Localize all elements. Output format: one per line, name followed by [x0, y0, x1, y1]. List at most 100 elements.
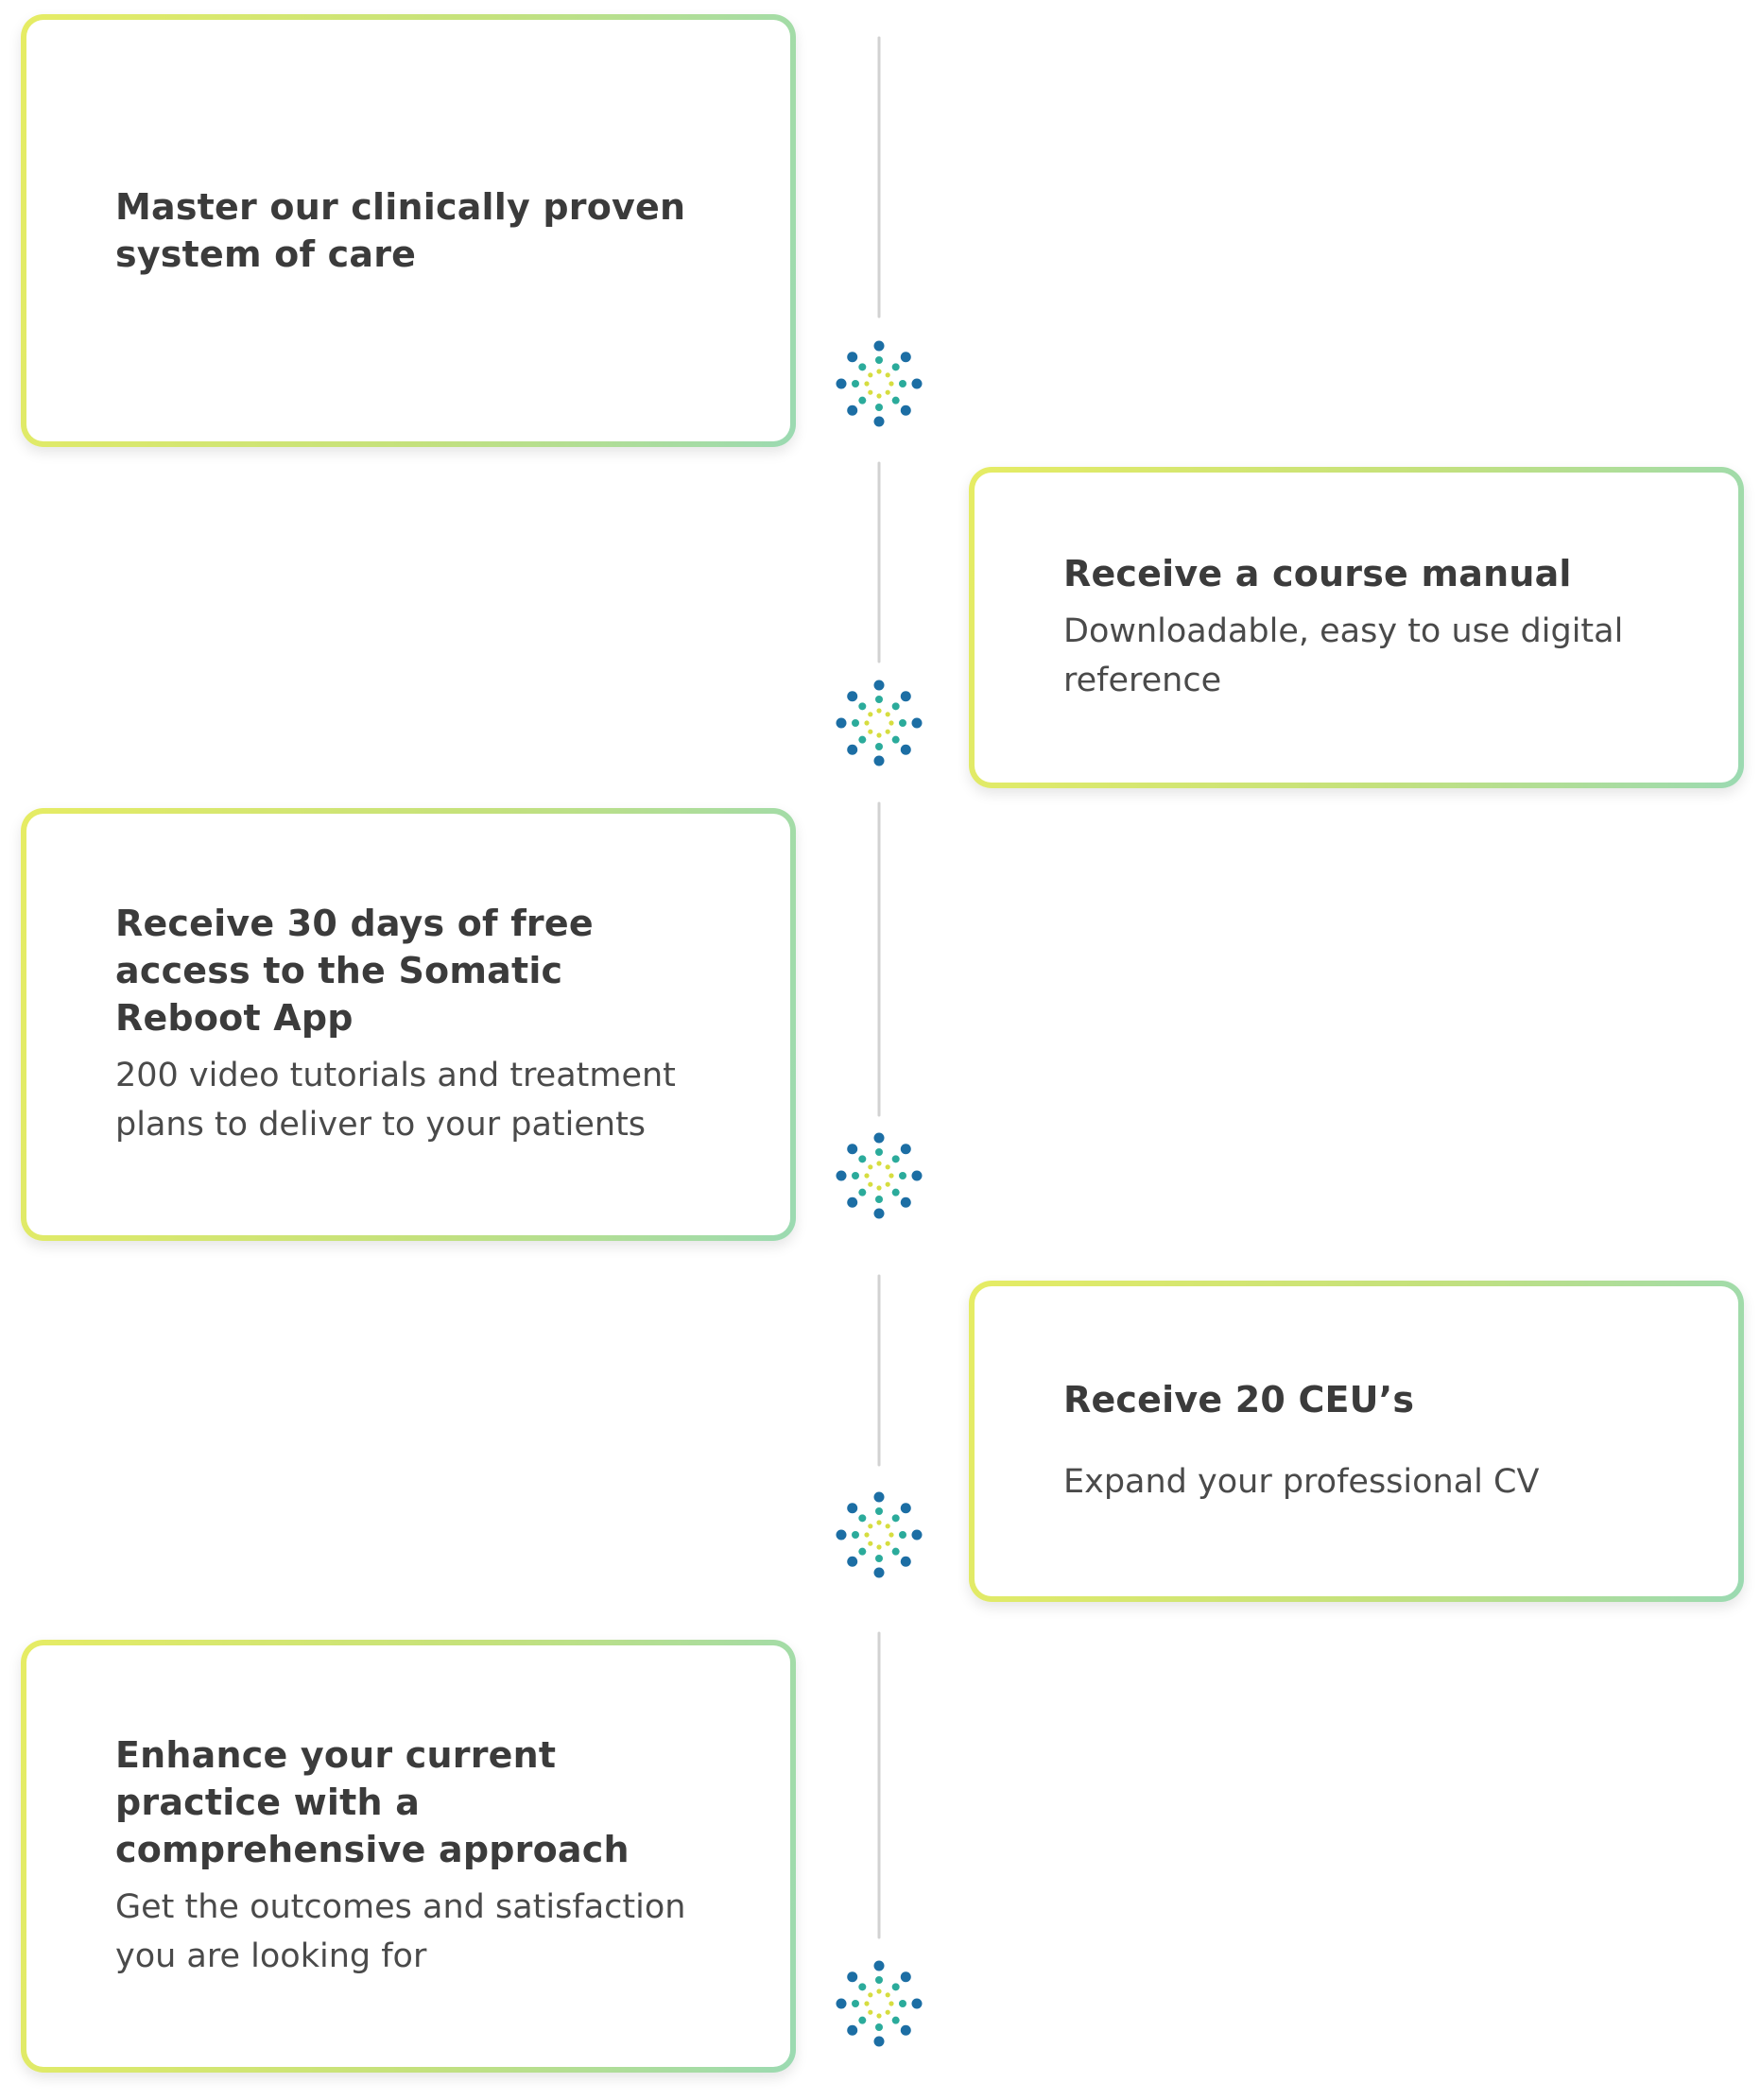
- burst-dot: [885, 1164, 890, 1170]
- timeline-step-card: Receive a course manual Downloadable, ea…: [969, 467, 1744, 788]
- burst-dot: [875, 696, 883, 703]
- burst-dot: [885, 1523, 890, 1529]
- burst-dot: [847, 691, 858, 702]
- burst-dot: [873, 2036, 885, 2047]
- burst-dot: [847, 2024, 858, 2036]
- burst-dot: [858, 396, 867, 405]
- burst-dot: [911, 1998, 923, 2009]
- burst-dot: [875, 1976, 883, 1984]
- burst-dot: [864, 1532, 870, 1538]
- burst-dot: [899, 719, 906, 727]
- burst-dot: [891, 1155, 900, 1163]
- burst-dot: [911, 1170, 923, 1181]
- step-description: Downloadable, easy to use digital refere…: [1063, 612, 1624, 699]
- burst-dot: [900, 352, 911, 363]
- burst-dot: [868, 1164, 873, 1170]
- burst-dot: [847, 1503, 858, 1514]
- burst-dot: [858, 363, 867, 371]
- burst-dot: [891, 363, 900, 371]
- burst-dot: [836, 1529, 847, 1541]
- burst-dot: [899, 2000, 906, 2007]
- burst-dot: [868, 1541, 873, 1546]
- burst-dot: [875, 1555, 883, 1562]
- burst-dot: [876, 1988, 882, 1994]
- timeline-step-card: Receive 30 days of free access to the So…: [21, 808, 796, 1241]
- burst-dot: [885, 1181, 890, 1187]
- burst-dot: [891, 1983, 900, 1991]
- burst-dot: [899, 380, 906, 387]
- burst-dot: [847, 1556, 858, 1567]
- burst-dot: [868, 729, 873, 734]
- burst-icon: [836, 340, 923, 427]
- step-title: Receive 30 days of free access to the So…: [115, 903, 594, 1039]
- burst-dot: [858, 1547, 867, 1556]
- timeline-step-card: Master our clinically proven system of c…: [21, 14, 796, 447]
- burst-dot: [858, 1188, 867, 1196]
- burst-dot: [885, 729, 890, 734]
- burst-dot: [868, 1992, 873, 1998]
- burst-dot: [847, 1971, 858, 1983]
- burst-dot: [900, 2024, 911, 2036]
- step-description: 200 video tutorials and treatment plans …: [115, 1057, 676, 1144]
- step-title: Receive 20 CEU’s: [1063, 1379, 1415, 1420]
- burst-dot: [900, 1503, 911, 1514]
- burst-dot: [900, 744, 911, 755]
- burst-dot: [873, 680, 885, 691]
- burst-dot: [852, 719, 859, 727]
- burst-dot: [876, 708, 882, 714]
- burst-dot: [836, 378, 847, 389]
- burst-dot: [868, 1181, 873, 1187]
- burst-dot: [885, 1992, 890, 1998]
- burst-dot: [876, 732, 882, 738]
- burst-dot: [876, 1520, 882, 1525]
- burst-icon: [836, 1491, 923, 1578]
- burst-dot: [868, 2009, 873, 2015]
- card-body: Master our clinically proven system of c…: [26, 20, 790, 441]
- step-title: Master our clinically proven system of c…: [115, 186, 686, 275]
- burst-dot: [847, 352, 858, 363]
- burst-dot: [875, 1196, 883, 1203]
- burst-dot: [900, 1971, 911, 1983]
- burst-dot: [864, 1173, 870, 1179]
- burst-dot: [911, 378, 923, 389]
- burst-dot: [858, 2016, 867, 2024]
- burst-dot: [876, 2013, 882, 2019]
- timeline-icons: [836, 340, 923, 2047]
- burst-icon: [836, 1132, 923, 1219]
- burst-dot: [889, 1532, 894, 1538]
- burst-dot: [885, 1541, 890, 1546]
- burst-dot: [891, 1514, 900, 1523]
- burst-dot: [873, 1132, 885, 1144]
- card-body: Enhance your current practice with a com…: [26, 1645, 790, 2067]
- burst-dot: [889, 381, 894, 387]
- burst-dot: [876, 1544, 882, 1550]
- step-description: Get the outcomes and satisfaction you ar…: [115, 1888, 686, 1975]
- burst-dot: [864, 381, 870, 387]
- burst-dot: [873, 755, 885, 766]
- step-title: Enhance your current practice with a com…: [115, 1734, 630, 1870]
- burst-dot: [911, 1529, 923, 1541]
- burst-dot: [873, 340, 885, 352]
- burst-dot: [876, 1161, 882, 1166]
- card-body: Receive 20 CEU’s Expand your professiona…: [975, 1286, 1738, 1596]
- burst-dot: [852, 380, 859, 387]
- burst-dot: [876, 393, 882, 399]
- burst-dot: [858, 1155, 867, 1163]
- burst-dot: [852, 2000, 859, 2007]
- timeline-step-card: Enhance your current practice with a com…: [21, 1640, 796, 2073]
- burst-dot: [875, 356, 883, 364]
- burst-dot: [900, 1556, 911, 1567]
- burst-icon: [836, 680, 923, 766]
- burst-dot: [873, 1960, 885, 1971]
- card-body: Receive 30 days of free access to the So…: [26, 814, 790, 1235]
- burst-dot: [868, 372, 873, 378]
- burst-dot: [885, 372, 890, 378]
- burst-dot: [875, 743, 883, 750]
- burst-dot: [847, 1144, 858, 1155]
- burst-dot: [900, 691, 911, 702]
- burst-dot: [885, 2009, 890, 2015]
- burst-dot: [858, 1514, 867, 1523]
- burst-dot: [885, 389, 890, 395]
- burst-dot: [891, 2016, 900, 2024]
